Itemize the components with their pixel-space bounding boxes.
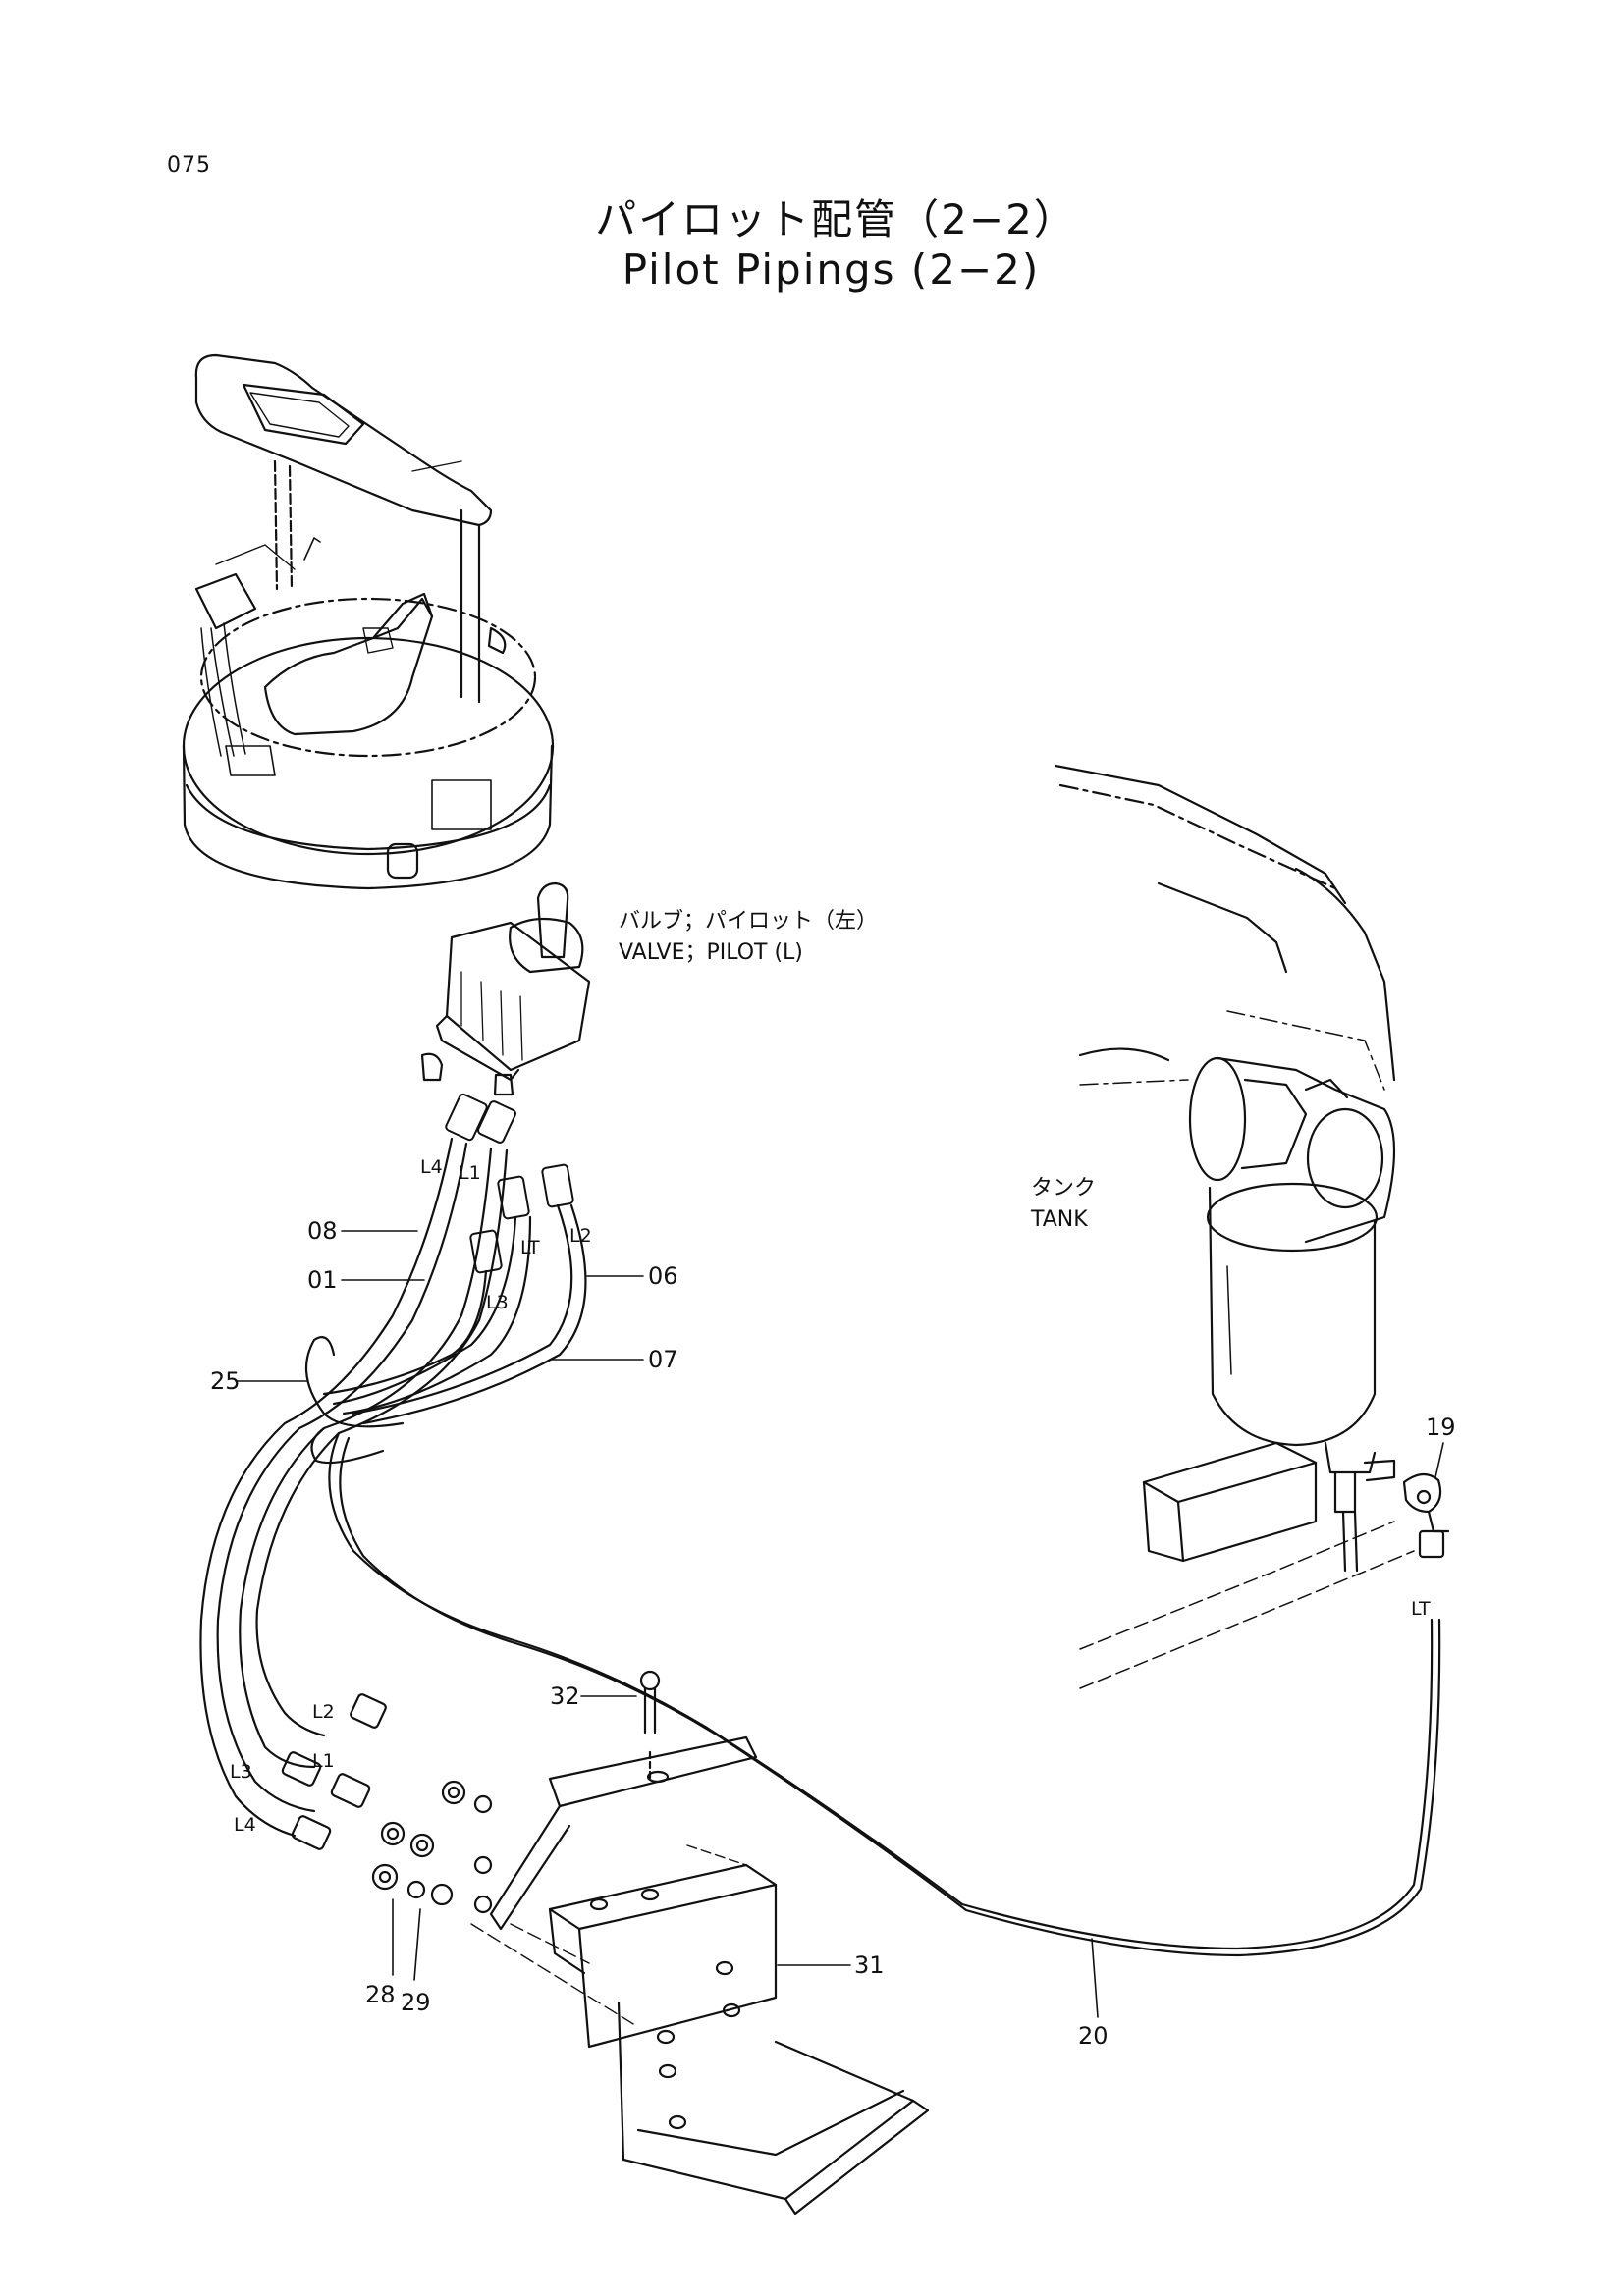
port-label-lt-tank: LT: [1411, 1598, 1431, 1620]
valve-label-en: VALVE；PILOT (L): [619, 940, 803, 965]
page-number: 075: [167, 153, 211, 178]
part-callout-29: 29: [401, 1989, 431, 2016]
tank-illustration: [1054, 764, 1450, 1689]
part-callout-01: 01: [307, 1266, 338, 1294]
bracket-assembly: [281, 1670, 930, 2216]
valve-label-jp: バルブ；パイロット（左）: [619, 909, 879, 934]
port-label-l3-top: L3: [486, 1292, 509, 1313]
part-callout-32: 32: [550, 1682, 580, 1710]
leader-lines: [235, 1230, 1444, 2018]
part-callout-06: 06: [648, 1262, 678, 1290]
port-label-l3-bottom: L3: [230, 1761, 252, 1783]
port-label-l2-bottom: L2: [312, 1701, 335, 1723]
port-label-l4-top: L4: [420, 1156, 443, 1178]
title-japanese: パイロット配管（2−2）: [595, 195, 1077, 243]
port-label-l2-top: L2: [569, 1225, 592, 1247]
part-callout-07: 07: [648, 1346, 678, 1373]
title-english: Pilot Pipings (2−2): [622, 245, 1041, 294]
tank-label-jp: タンク: [1031, 1176, 1097, 1201]
port-label-l1-top: L1: [459, 1162, 481, 1184]
port-label-l1-bottom: L1: [312, 1750, 335, 1772]
part-callout-08: 08: [307, 1217, 338, 1245]
port-label-l4-bottom: L4: [234, 1814, 256, 1836]
part-callout-25: 25: [210, 1367, 241, 1395]
part-callout-19: 19: [1426, 1414, 1456, 1441]
pilot-valve-left-illustration: [420, 881, 591, 1096]
part-callout-31: 31: [854, 1951, 885, 1979]
part-callout-28: 28: [365, 1981, 396, 2008]
part-callout-20: 20: [1078, 2022, 1109, 2050]
tank-label-en: TANK: [1031, 1207, 1088, 1232]
port-label-lt-top: LT: [520, 1237, 540, 1258]
pilot-hoses: [199, 1093, 1441, 1957]
cab-overview-illustration: [182, 353, 555, 890]
